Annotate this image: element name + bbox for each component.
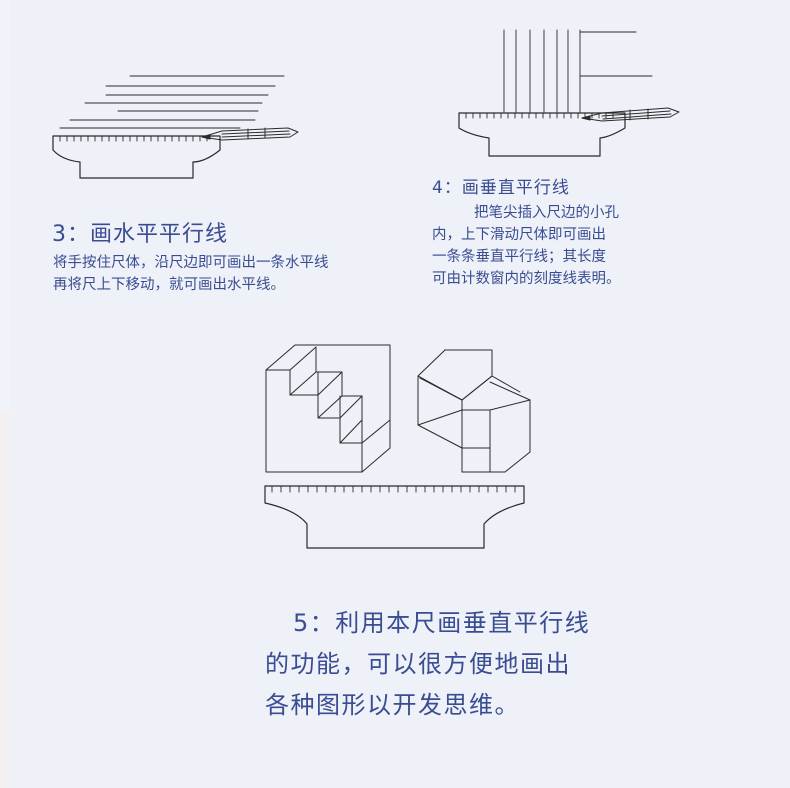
step4-line-4: 可由计数窗内的刻度线表明。 [432,271,621,287]
ruler-body [52,135,221,179]
ruler-ticks [271,485,516,493]
ruler-body [264,485,525,549]
step4-title: 4：画垂直平行线 [432,178,570,198]
ruler-body [458,112,626,157]
step5-line-3: 各种图形以开发思维。 [265,691,520,719]
pen [581,107,680,122]
horizontal-lines [59,75,285,129]
step5-illustration [264,344,531,549]
step3-line-1: 将手按住尺体，沿尺边即可画出一条水平线 [53,255,329,271]
step3-illustration [52,75,299,179]
step3-description: 将手按住尺体，沿尺边即可画出一条水平线 再将尺上下移动，就可画出水平线。 [53,252,329,296]
step5-line-2: 的功能，可以很方便地画出 [265,650,571,678]
step4-line-1: 把笔尖插入尺边的小孔 [474,205,619,221]
step3-line-2: 再将尺上下移动，就可画出水平线。 [53,277,285,293]
arrow-block-figure [417,349,531,473]
step4-illustration [458,29,680,157]
step4-line-3: 一条条垂直平行线；其长度 [432,249,606,265]
left-edge-strip-lower [0,410,10,788]
staircase-figure [265,344,391,473]
step5-description: 5：利用本尺画垂直平行线 的功能，可以很方便地画出 各种图形以开发思维。 [265,603,590,726]
vertical-lines [503,29,653,113]
ruler-ticks [59,135,208,142]
step3-title: 3：画水平平行线 [52,222,228,247]
pen [201,127,299,141]
step4-description: 把笔尖插入尺边的小孔 内，上下滑动尺体即可画出 一条条垂直平行线；其长度 可由计… [432,202,621,290]
left-edge-strip [0,0,10,788]
step5-line-1: 5：利用本尺画垂直平行线 [293,609,591,637]
step4-line-2: 内，上下滑动尺体即可画出 [432,227,606,243]
